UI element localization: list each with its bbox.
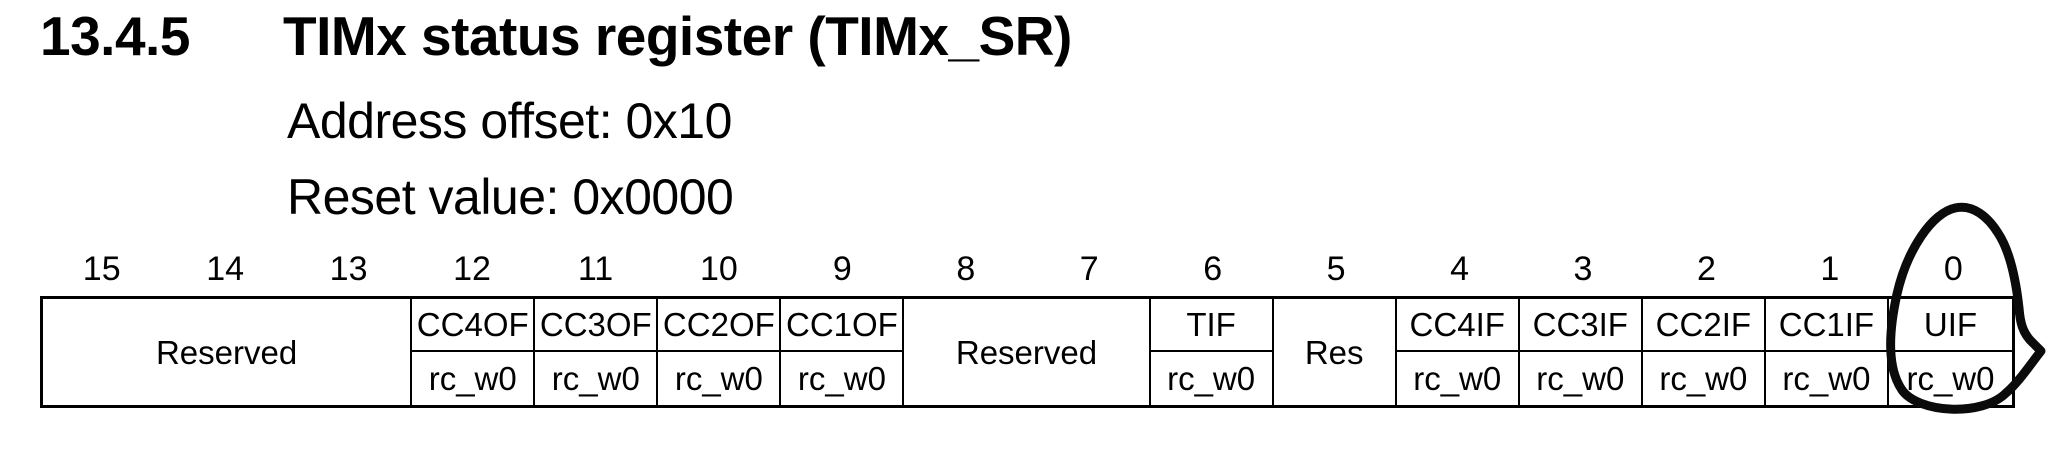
address-offset-line: Address offset: 0x10 (287, 93, 732, 149)
bit-number-5: 5 (1326, 250, 1346, 288)
field-cell-cc2of: CC2OF (658, 299, 782, 352)
access-cell-uif: rc_w0 (1906, 360, 1995, 397)
field-cell-reserved-15-13: Reserved (43, 299, 413, 405)
access-cell-cc2if: rc_w0 (1643, 352, 1766, 405)
bit-number-10: 10 (699, 250, 738, 288)
register-bitfield-table: Reserved CC4OF CC3OF CC2OF CC1OF Reserve… (40, 296, 2015, 408)
field-cell-cc1if: CC1IF (1765, 299, 1889, 352)
bit-number-3: 3 (1573, 250, 1593, 288)
bit-number-9: 9 (832, 250, 852, 288)
field-cell-cc1of: CC1OF (781, 299, 905, 352)
bit-number-4: 4 (1450, 250, 1469, 288)
access-cell-cc4of: rc_w0 (412, 352, 536, 405)
bit-number-0: 0 (1943, 250, 1963, 288)
access-cell-cc1if: rc_w0 (1766, 352, 1889, 405)
bit-number-1: 1 (1820, 250, 1840, 288)
field-cell-cc2if: CC2IF (1642, 299, 1766, 352)
access-cell-cc2of: rc_w0 (658, 352, 782, 405)
reset-value-line: Reset value: 0x0000 (287, 169, 734, 225)
field-cell-reserved-8-7: Reserved (904, 299, 1151, 405)
bit-number-row: 15 14 13 12 11 10 9 8 7 6 5 4 3 2 1 0 (40, 252, 2015, 286)
field-cell-cc3of: CC3OF (535, 299, 659, 352)
bit-number-2: 2 (1696, 250, 1716, 288)
bit-number-11: 11 (577, 250, 614, 288)
access-cell-cc1of: rc_w0 (781, 352, 905, 405)
field-cell-cc4of: CC4OF (412, 299, 536, 352)
page-title: TIMx status register (TIMx_SR) (283, 5, 1072, 67)
bit-number-15: 15 (82, 250, 121, 288)
bit-number-12: 12 (453, 250, 491, 288)
access-cell-tif: rc_w0 (1151, 352, 1274, 405)
field-cell-tif: TIF (1150, 299, 1274, 352)
access-cell-cc4if: rc_w0 (1397, 352, 1520, 405)
access-cell-cc3if: rc_w0 (1520, 352, 1643, 405)
bit-number-13: 13 (329, 250, 368, 288)
bit-number-14: 14 (206, 250, 245, 288)
bit-number-7: 7 (1079, 250, 1099, 288)
field-cell-cc4if: CC4IF (1396, 299, 1520, 352)
bit-number-6: 6 (1203, 250, 1223, 288)
section-number: 13.4.5 (40, 5, 190, 67)
field-cell-uif: UIF (1888, 299, 2012, 352)
bit-number-8: 8 (956, 250, 976, 288)
access-cell-cc3of: rc_w0 (535, 352, 659, 405)
field-cell-res-5: Res (1274, 299, 1397, 405)
field-cell-cc3if: CC3IF (1519, 299, 1643, 352)
